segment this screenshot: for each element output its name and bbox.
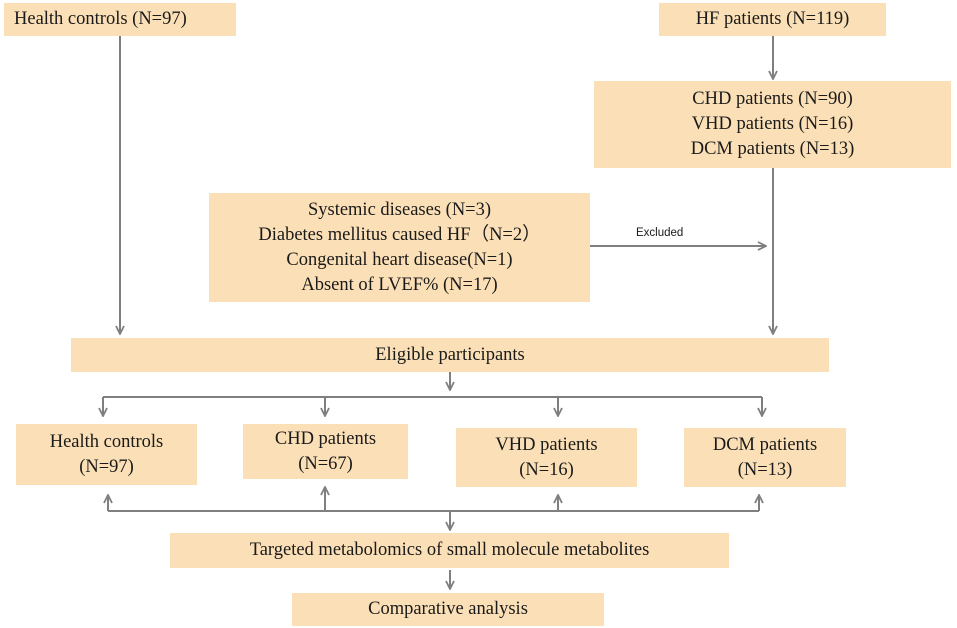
hf-subgroups-box: CHD patients (N=90) VHD patients (N=16) … [594,81,951,168]
node-line: (N=97) [79,456,134,477]
node-line: VHD patients [495,434,598,455]
node-line: (N=16) [519,459,574,480]
group-dcm-box: DCM patients (N=13) [684,428,846,487]
node-line: Absent of LVEF% (N=17) [301,274,498,295]
excluded-label: Excluded [636,227,684,239]
node-line: VHD patients (N=16) [691,114,854,134]
health-controls-box: Health controls (N=97) [4,3,236,36]
node-line: DCM patients [712,434,818,455]
node-line: Health controls [49,431,164,452]
node-line: Congenital heart disease(N=1) [286,249,513,270]
comparative-analysis-box: Comparative analysis [292,593,604,626]
node-line: CHD patients [274,428,377,449]
node-line: Eligible participants [375,344,525,365]
hf-patients-box: HF patients (N=119) [659,3,886,36]
node-line: (N=67) [298,453,353,474]
node-line: HF patients (N=119) [695,9,850,29]
group-vhd-box: VHD patients (N=16) [456,428,637,487]
node-line: DCM patients (N=13) [690,139,855,159]
group-chd-box: CHD patients (N=67) [243,424,408,479]
node-line: Comparative analysis [368,599,528,619]
node-line: CHD patients (N=90) [692,89,853,109]
node-line: Diabetes mellitus caused HF（N=2） [258,224,541,245]
node-line: (N=13) [737,459,793,480]
node-line: Health controls (N=97) [14,9,187,29]
node-line: Targeted metabolomics of small molecule … [249,540,650,560]
exclusion-criteria-box: Systemic diseases (N=3) Diabetes mellitu… [209,193,590,302]
group-health-controls-box: Health controls (N=97) [16,424,197,485]
node-line: Systemic diseases (N=3) [307,199,492,220]
metabolomics-box: Targeted metabolomics of small molecule … [170,533,729,568]
eligible-participants-box: Eligible participants [71,338,829,372]
